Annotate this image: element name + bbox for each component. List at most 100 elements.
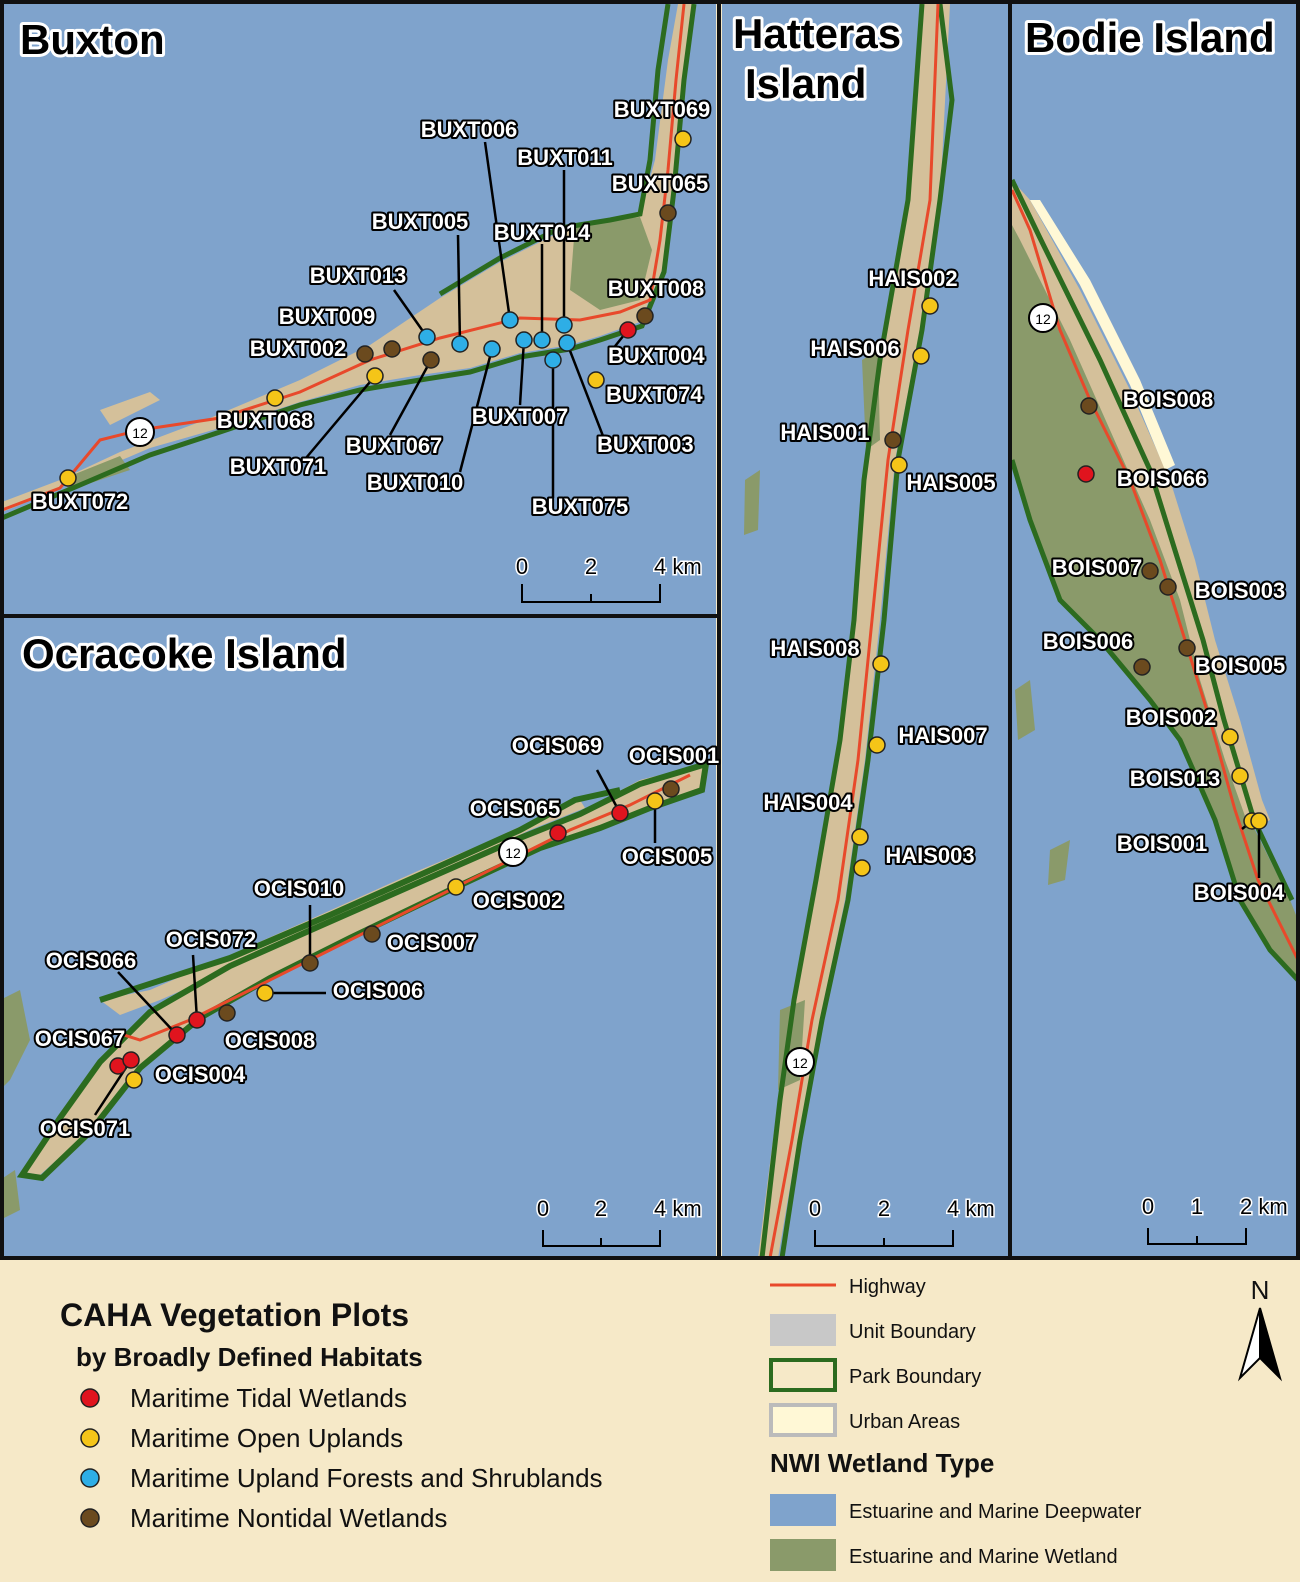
scale-tick: 4 km: [947, 1196, 995, 1221]
plot-label: BOIS005: [1195, 653, 1286, 678]
plot-label: OCIS072: [166, 927, 257, 952]
scale-tick: 2: [878, 1196, 890, 1221]
bodie-title: Bodie Island: [1025, 14, 1275, 61]
plot-label: BOIS002: [1126, 705, 1217, 730]
buxton-highway: [1, 3, 686, 512]
buxton-title: Buxton: [20, 16, 165, 63]
plot-label: OCIS001: [629, 743, 720, 768]
plot-label: BUXT004: [608, 343, 705, 368]
plot-point: [533, 331, 551, 349]
plot-point: [636, 307, 654, 325]
plot-label: BUXT005: [372, 209, 469, 234]
plot-point: [674, 130, 692, 148]
plot-leader-line: [565, 342, 605, 437]
bodie-panel: 12 Bodie Island 0 1 2 km: [1009, 2, 1300, 1256]
plot-point: [1221, 728, 1239, 746]
plot-label: BUXT065: [612, 171, 709, 196]
bodie-scale-bar: 0 1 2 km: [1140, 1193, 1289, 1245]
hatteras-park-boundary-west: [759, 3, 925, 1259]
plot-point: [451, 335, 469, 353]
buxton-park-boundary: [1, 3, 697, 521]
legend-layer-label: Urban Areas: [849, 1411, 960, 1433]
plot-point: [256, 984, 274, 1002]
nwi-title: NWI Wetland Type: [770, 1448, 994, 1478]
plot-label: BUXT074: [606, 382, 703, 407]
buxton-highway-shield: 12: [125, 417, 155, 447]
north-arrow-icon: [1237, 1307, 1261, 1382]
bodie-urban: [1030, 200, 1175, 470]
plot-label: HAIS005: [906, 470, 995, 495]
plot-label: HAIS007: [898, 723, 987, 748]
buxton-island-land: [2, 4, 692, 512]
plot-label: OCIS005: [622, 844, 713, 869]
ocracoke-wetland: [0, 990, 30, 1090]
plot-label: OCIS066: [46, 948, 137, 973]
plot-point: [611, 804, 629, 822]
legend-habitat-swatch: [80, 1468, 100, 1488]
scale-tick: 0: [1142, 1194, 1154, 1219]
plot-label: BUXT067: [346, 433, 443, 458]
plot-label: OCIS069: [512, 733, 603, 758]
scale-tick: 2 km: [1240, 1194, 1288, 1219]
plot-leader-line: [458, 348, 494, 473]
plot-point: [122, 1051, 140, 1069]
plot-label: BUXT072: [32, 489, 129, 514]
plot-label: BUXT002: [250, 336, 347, 361]
plot-label: BUXT013: [310, 263, 407, 288]
hatteras-scale-bar: 0 2 4 km: [807, 1195, 996, 1247]
plot-point: [868, 736, 886, 754]
plot-point: [356, 345, 374, 363]
hatteras-title-line1: Hatteras: [733, 10, 901, 57]
plot-point: [483, 340, 501, 358]
plot-leader-line: [117, 971, 178, 1036]
plot-label: OCIS004: [155, 1062, 246, 1087]
hatteras-title-line2: Island: [745, 60, 866, 107]
plot-label: BOIS008: [1123, 387, 1214, 412]
plot-point: [890, 456, 908, 474]
plot-point: [366, 367, 384, 385]
legend-layer-label: Unit Boundary: [849, 1321, 976, 1343]
north-arrow-icon-half: [1259, 1307, 1283, 1382]
plot-point: [1141, 562, 1159, 580]
hatteras-wetland-2: [744, 470, 760, 535]
plot-label: HAIS003: [885, 843, 974, 868]
plot-point: [558, 334, 576, 352]
buxton-park-boundary-north: [438, 3, 671, 297]
legend: CAHA Vegetation Plots by Broadly Defined…: [60, 1275, 1283, 1571]
deepwater-swatch: [770, 1494, 836, 1526]
shield-number: 12: [505, 845, 521, 861]
plot-label: OCIS008: [225, 1028, 316, 1053]
north-arrow: N: [1237, 1275, 1283, 1382]
scale-tick: 0: [537, 1196, 549, 1221]
legend-habitat-label: Maritime Nontidal Wetlands: [130, 1503, 447, 1533]
ocracoke-park-boundary-north: [99, 787, 621, 1003]
plot-point: [1080, 397, 1098, 415]
bodie-small-island: [1015, 680, 1035, 740]
scale-tick: 4 km: [654, 554, 702, 579]
plot-label: OCIS071: [40, 1116, 131, 1141]
plot-point: [1159, 578, 1177, 596]
plot-leader-line: [483, 141, 512, 321]
plot-label: BOIS001: [1117, 831, 1208, 856]
legend-habitat-swatch: [80, 1508, 100, 1528]
plot-point: [1077, 465, 1095, 483]
bodie-highway: [1010, 189, 1300, 961]
legend-habitat-label: Maritime Upland Forests and Shrublands: [130, 1463, 603, 1493]
ocracoke-wetland-2: [0, 1170, 20, 1220]
ocracoke-water: [2, 618, 716, 1258]
bodie-park-boundary-west: [1009, 459, 1300, 982]
plot-label: BOIS003: [1195, 578, 1286, 603]
scale-tick: 2: [585, 554, 597, 579]
park-boundary-swatch: [769, 1358, 837, 1392]
plot-point: [266, 389, 284, 407]
ocracoke-panel: 12 Ocracoke Island 0 2 4 km: [0, 618, 716, 1258]
plot-leader-line: [191, 954, 199, 1021]
plot-point: [544, 351, 562, 369]
buxton-wetland-2: [60, 456, 130, 490]
bodie-small-island-2: [1048, 840, 1070, 885]
bodie-beach-land: [1012, 180, 1270, 830]
plot-point: [1178, 639, 1196, 657]
ocracoke-highway-shield: 12: [498, 837, 528, 867]
